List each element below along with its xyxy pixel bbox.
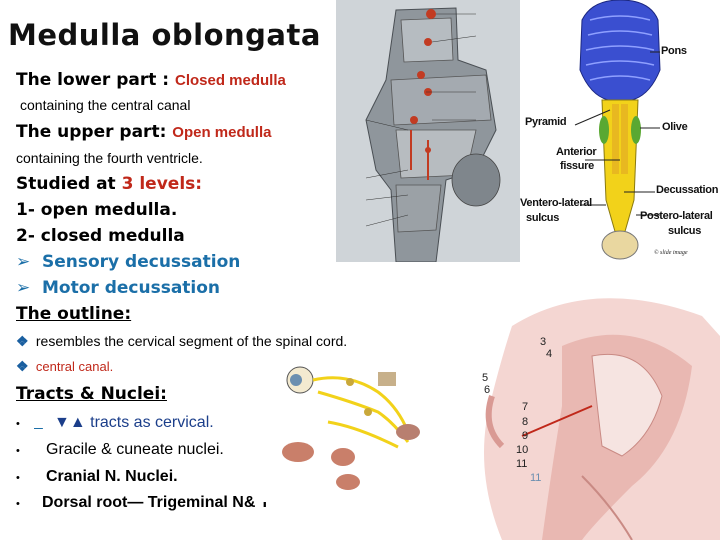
sub-item-label: Motor decussation — [42, 278, 221, 298]
tract-item-4: • Dorsal root— Trigeminal N& T — [16, 494, 270, 512]
studied-prefix: Studied at — [16, 174, 122, 194]
level-1: 1- open medulla. — [16, 200, 178, 220]
sagittal-brainstem-figure: 3 4 5 6 7 8 9 10 11 12 11 — [432, 286, 720, 540]
label-anterior-fissure-2: fissure — [560, 160, 594, 172]
lower-part-desc: containing the central canal — [20, 97, 191, 113]
label-decussation: Decussation — [656, 184, 719, 196]
label-olive: Olive — [662, 121, 688, 133]
upper-part-value: Open medulla — [172, 124, 272, 141]
sag-number: 3 — [540, 336, 547, 348]
nerve-pathway-figure — [258, 352, 438, 502]
dot-bullet-icon: • — [16, 472, 20, 484]
sub-item-motor: ➢ Motor decussation — [16, 278, 220, 298]
outline-heading: The outline: — [16, 304, 132, 324]
dot-bullet-icon: • — [16, 498, 20, 510]
level-2: 2- closed medulla — [16, 226, 185, 246]
watermark-text: © slide image — [654, 250, 688, 256]
upper-part-desc: containing the fourth ventricle. — [16, 150, 203, 166]
sag-number: 11 — [516, 458, 528, 470]
label-pons: Pons — [661, 45, 687, 57]
underline-mark — [34, 414, 54, 432]
diamond-bullet-icon: ❖ — [16, 333, 29, 349]
nerve-pathway-illustration — [282, 366, 420, 490]
sag-number: 11 — [530, 472, 542, 484]
label-anterior-fissure-1: Anterior — [556, 146, 597, 158]
label-ventero-lateral-2: sulcus — [526, 212, 560, 224]
studied-levels: 3 levels: — [121, 174, 203, 194]
upper-part-label: The upper part: — [16, 122, 173, 142]
sagittal-brainstem-illustration — [484, 298, 720, 540]
sag-number: 5 — [482, 372, 489, 384]
tract-item-3: • Cranial N. Nuclei. — [16, 468, 178, 486]
sag-number: 8 — [522, 416, 529, 428]
label-ventero-lateral-1: Ventero-lateral — [520, 197, 592, 209]
lower-part-value: Closed medulla — [174, 72, 286, 89]
ventral-brainstem-figure: Pons Pyramid Olive Anterior fissure Decu… — [520, 0, 720, 262]
upper-part-line: The upper part: Open medulla — [16, 122, 271, 142]
arrow-bullet-icon: ➢ — [16, 252, 31, 272]
ventral-brainstem-illustration — [574, 0, 661, 260]
sub-item-label: Sensory decussation — [42, 252, 241, 272]
dot-bullet-icon: • — [16, 445, 20, 457]
outline-item-label: central canal. — [35, 359, 114, 374]
lower-part-label: The lower part : — [16, 70, 175, 90]
sag-number: 9 — [522, 430, 529, 442]
outline-item-2: ❖ central canal. — [16, 358, 113, 375]
tract-item-label: Gracile & cuneate nuclei. — [46, 441, 224, 458]
brainstem-section-illustration — [336, 0, 526, 262]
sag-number: 6 — [484, 384, 491, 396]
lower-part-line: The lower part : Closed medulla — [16, 70, 286, 90]
outline-item-label: resembles the cervical segment of the sp… — [35, 333, 348, 349]
sag-number: 4 — [546, 348, 553, 360]
sub-item-sensory: ➢ Sensory decussation — [16, 252, 240, 272]
tract-item-1: • ▼▲ tracts as cervical. — [16, 414, 214, 432]
tract-item-label: Cranial N. Nuclei. — [46, 468, 178, 485]
sag-number: 10 — [516, 444, 529, 456]
label-pyramid: Pyramid — [525, 116, 567, 128]
dot-bullet-icon: • — [16, 418, 20, 430]
slide-title: Medulla oblongata — [8, 18, 321, 52]
label-postero-lateral-2: sulcus — [668, 225, 702, 237]
tracts-heading: Tracts & Nuclei: — [16, 384, 167, 404]
tract-item-label: Dorsal root— Trigeminal N& T — [42, 494, 270, 511]
label-postero-lateral-1: Postero-lateral — [640, 210, 713, 222]
outline-item-1: ❖ resembles the cervical segment of the … — [16, 333, 347, 350]
brainstem-section-figure — [336, 0, 526, 262]
diamond-bullet-icon: ❖ — [16, 358, 29, 374]
tract-item-2: • Gracile & cuneate nuclei. — [16, 441, 224, 459]
tract-item-label: ▼▲ tracts as cervical. — [54, 414, 214, 431]
sag-number: 7 — [522, 401, 529, 413]
studied-line: Studied at 3 levels: — [16, 174, 202, 194]
arrow-bullet-icon: ➢ — [16, 278, 31, 298]
